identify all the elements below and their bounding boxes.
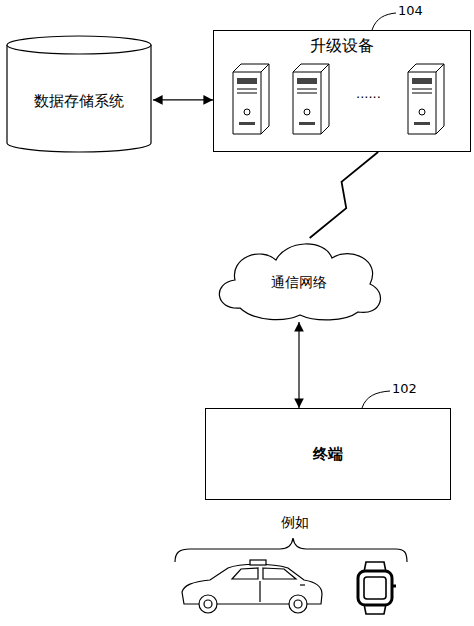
cylinder-body: [7, 45, 151, 152]
storage-cylinder: 数据存储系统: [5, 35, 153, 153]
callout-number: 102: [392, 381, 417, 396]
device-box: 升级设备: [213, 30, 471, 152]
ellipsis-mark: ......: [356, 86, 381, 101]
cloud-outline: [219, 244, 380, 320]
node-text: 终端: [313, 445, 343, 464]
node-text: 升级设备: [310, 36, 374, 57]
leader-line: [372, 13, 396, 30]
wireless-link: [310, 152, 378, 238]
connector-arrow: [153, 99, 213, 100]
car-illustration: [182, 560, 322, 613]
node-text: 通信网络: [271, 274, 327, 292]
brace: [175, 538, 407, 562]
network-cloud: 通信网络: [210, 238, 388, 322]
callout-number: 104: [398, 3, 423, 18]
example-caption: 例如: [281, 514, 309, 532]
server-icon: [408, 64, 444, 134]
cylinder-top: [7, 36, 151, 54]
terminal-box: 终端: [205, 408, 451, 500]
connector-arrow: [298, 322, 299, 408]
watch-illustration: [358, 562, 396, 614]
leader-line: [362, 391, 390, 408]
server-icon: [233, 64, 269, 134]
node-text: 数据存储系统: [34, 92, 124, 111]
server-icon: [293, 64, 329, 134]
